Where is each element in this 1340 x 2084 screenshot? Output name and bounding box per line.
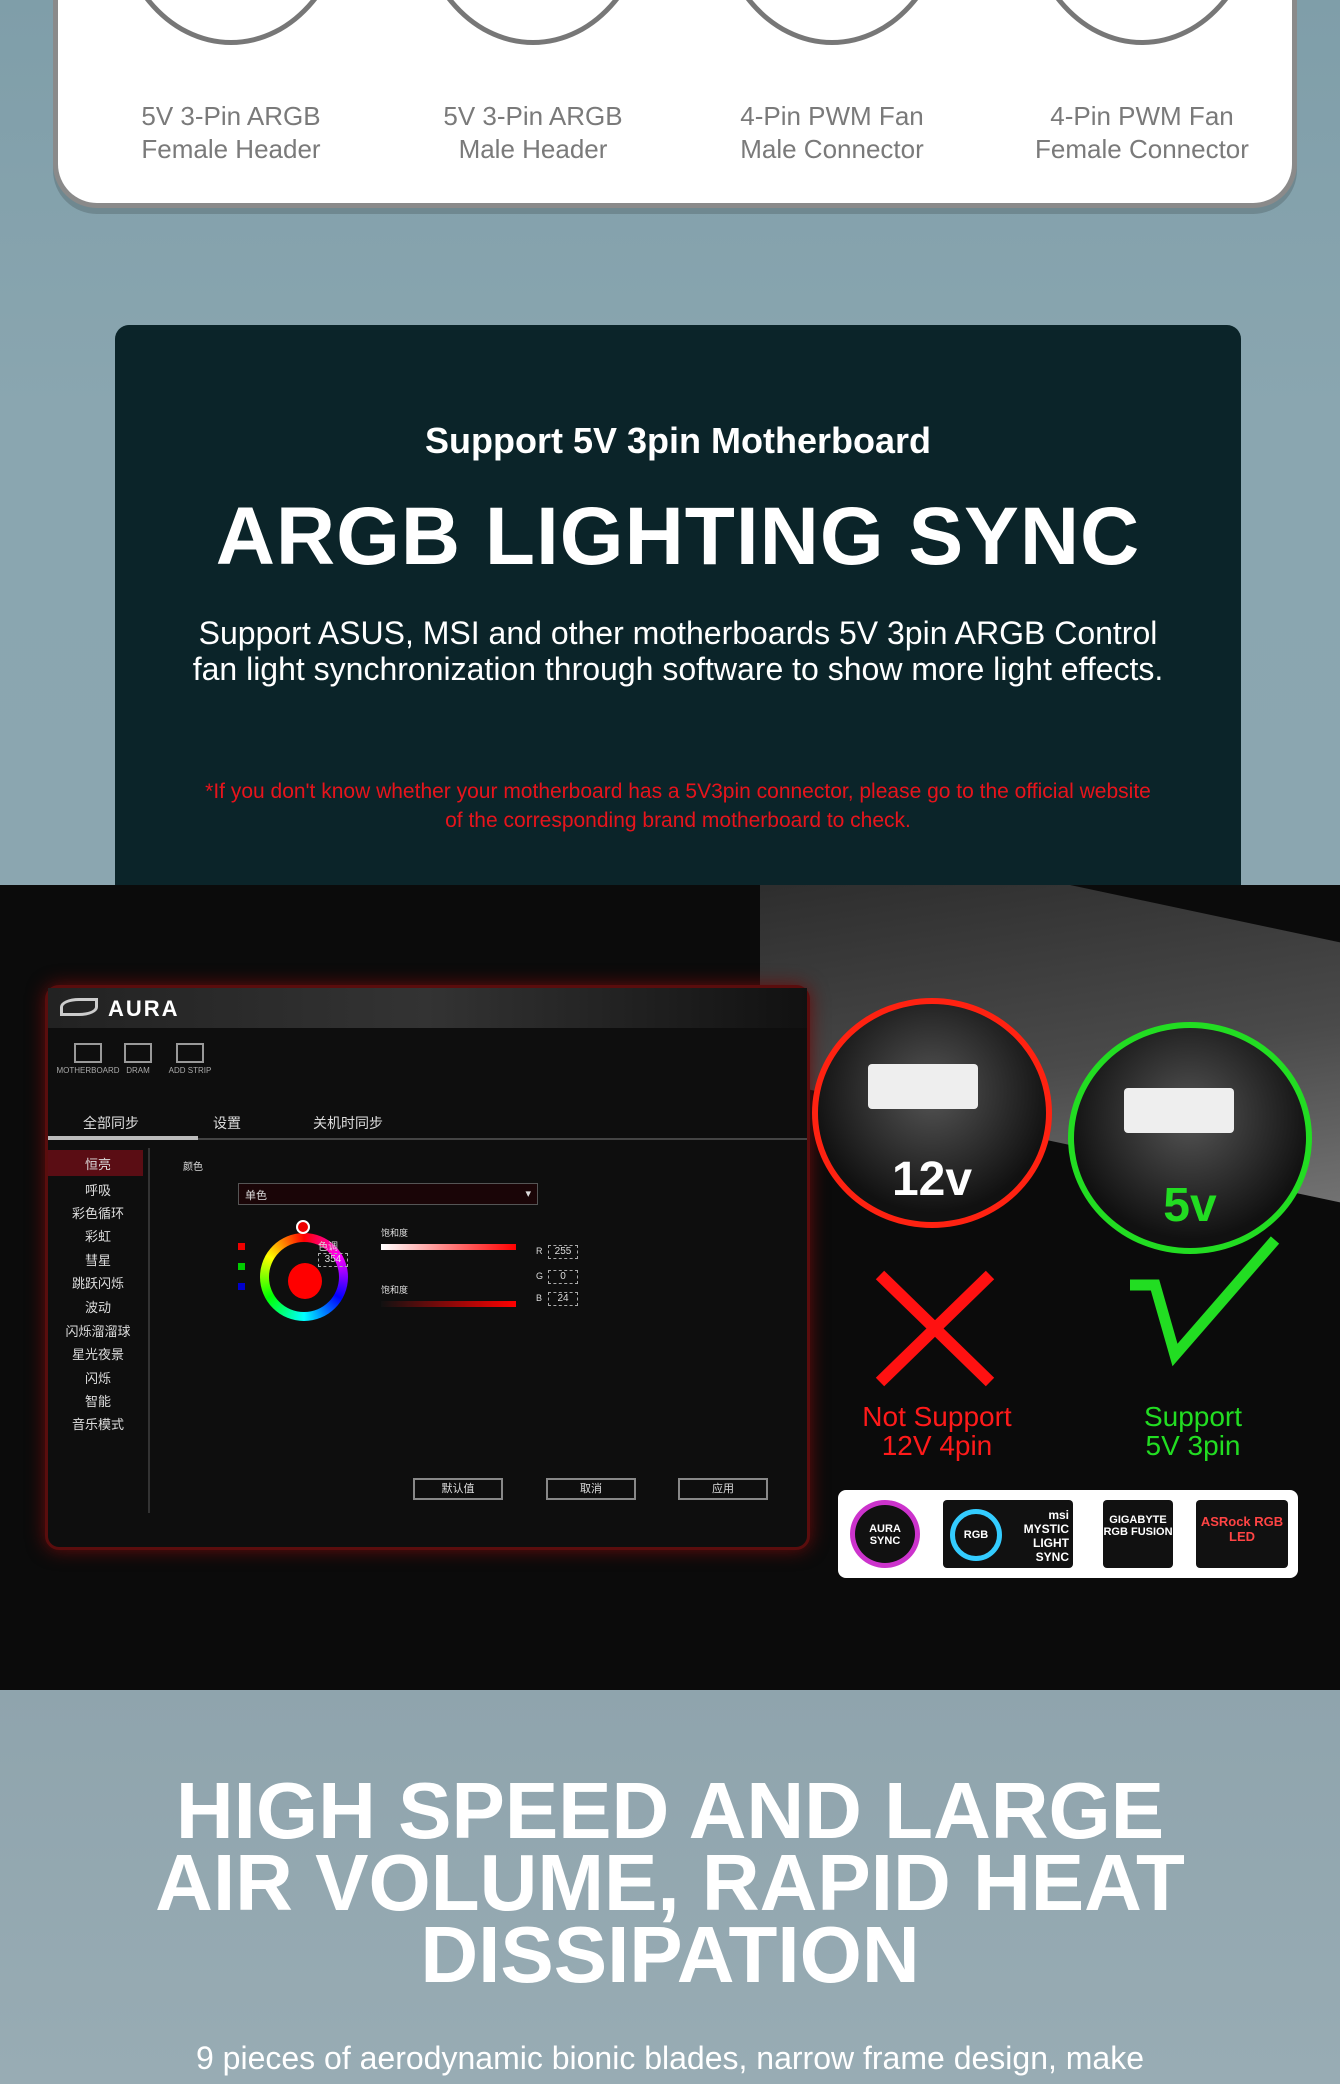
default-button[interactable]: 默认值 (413, 1478, 503, 1500)
gigabyte-rgb-fusion-logo: GIGABYTE RGB FUSION (1103, 1500, 1173, 1568)
effect-item[interactable]: 星光夜景 (71, 1347, 124, 1362)
effect-item[interactable]: 音乐模式 (71, 1417, 124, 1432)
b-input[interactable]: 24 (548, 1292, 578, 1306)
effect-item[interactable]: 智能 (84, 1394, 111, 1409)
effect-item[interactable]: 彩虹 (84, 1229, 111, 1244)
tab-settings[interactable]: 设置 (213, 1115, 241, 1131)
connector-image (714, 0, 950, 45)
color-label: 颜色 (183, 1162, 203, 1173)
sync-subtitle: Support 5V 3pin Motherboard (424, 420, 931, 461)
effect-item[interactable]: 波动 (84, 1300, 111, 1315)
effect-item[interactable]: 彗星 (84, 1253, 111, 1268)
connector-image (113, 0, 349, 45)
device-dram[interactable]: DRAM (103, 1043, 173, 1075)
hue-handle[interactable] (296, 1220, 310, 1234)
hue-label: 色调 (318, 1242, 338, 1253)
sync-note: *If you don't know whether your motherbo… (205, 780, 1151, 832)
saturation-slider[interactable] (381, 1244, 516, 1250)
dram-icon (124, 1043, 152, 1063)
connector-image (1024, 0, 1260, 45)
sync-description: Support ASUS, MSI and other motherboards… (192, 615, 1164, 687)
device-motherboard[interactable]: MOTHERBOARD (53, 1043, 123, 1075)
strip-icon (176, 1043, 204, 1063)
r-input[interactable]: 255 (548, 1245, 578, 1259)
effect-item[interactable]: 闪烁 (84, 1371, 111, 1386)
r-label: R (536, 1246, 543, 1256)
speed-title: HIGH SPEED AND LARGE AIR VOLUME, RAPID H… (155, 1766, 1185, 1999)
hue-input[interactable]: 354 (318, 1253, 348, 1267)
brightness-slider[interactable] (381, 1301, 516, 1307)
rog-logo-icon (60, 998, 98, 1016)
effect-item[interactable]: 跳跃闪烁 (71, 1276, 124, 1291)
effect-item[interactable]: 恒亮 (84, 1157, 111, 1172)
effect-item[interactable]: 闪烁溜溜球 (65, 1324, 131, 1339)
saturation-label: 饱和度 (381, 1228, 409, 1238)
device-add-strip[interactable]: ADD STRIP (155, 1043, 225, 1075)
speed-description: 9 pieces of aerodynamic bionic blades, n… (195, 2040, 1145, 2076)
dropdown-icon: ▾ (525, 1188, 531, 1200)
12v-header-image: 12v (812, 998, 1052, 1228)
rgb-ring-logo: RGB (950, 1509, 1002, 1561)
sync-demo-section: AURA MOTHERBOARD DRAM ADD STRIP 全部同步 设置 … (0, 885, 1340, 1690)
effect-item[interactable]: 呼吸 (84, 1183, 111, 1198)
cross-icon (875, 1270, 995, 1387)
asus-aura-logo: AURA SYNC (850, 1500, 920, 1568)
b-label: B (536, 1293, 543, 1303)
tab-shutdown-sync[interactable]: 关机时同步 (313, 1115, 383, 1131)
check-icon (1130, 1236, 1280, 1367)
tab-sync-all[interactable]: 全部同步 (83, 1115, 139, 1131)
effect-item[interactable]: 彩色循环 (71, 1206, 124, 1221)
5v-header-image: 5v (1068, 1022, 1312, 1254)
cancel-button[interactable]: 取消 (546, 1478, 636, 1500)
connector-image (415, 0, 651, 45)
app-name: AURA (108, 996, 180, 1021)
g-input[interactable]: 0 (548, 1270, 578, 1284)
color-mode-select[interactable]: 单色▾ (238, 1183, 538, 1205)
motherboard-icon (74, 1043, 102, 1063)
color-preview (288, 1263, 322, 1299)
argb-sync-panel: Support 5V 3pin Motherboard ARGB LIGHTIN… (115, 325, 1241, 885)
asrock-rgb-led-logo: ASRock RGB LED (1196, 1500, 1288, 1568)
sync-title: ARGB LIGHTING SYNC (215, 491, 1141, 582)
speed-section: HIGH SPEED AND LARGE AIR VOLUME, RAPID H… (0, 1690, 1340, 2084)
aura-window: AURA MOTHERBOARD DRAM ADD STRIP 全部同步 设置 … (45, 985, 810, 1550)
apply-button[interactable]: 应用 (678, 1478, 768, 1500)
brand-logos: AURA SYNC msi MYSTIC LIGHT SYNC RGB GIGA… (838, 1490, 1298, 1578)
g-label: G (536, 1271, 544, 1281)
brightness-label: 饱和度 (381, 1285, 409, 1295)
